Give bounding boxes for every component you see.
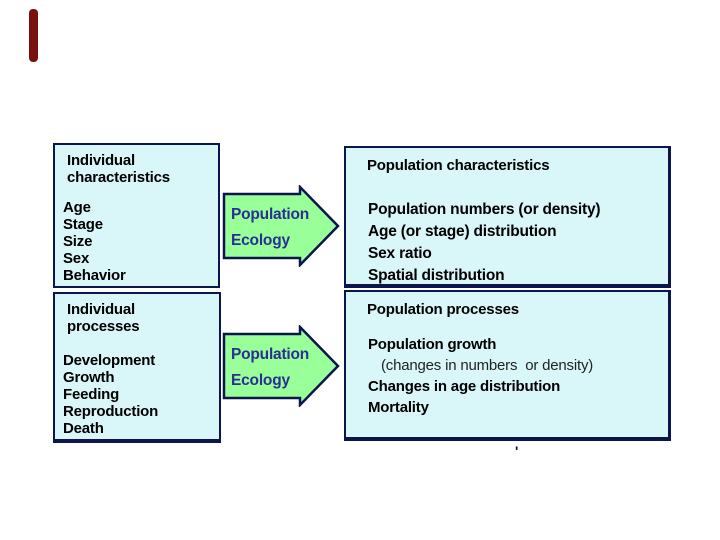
box-population-processes: Population processes Population growth (… (344, 290, 671, 441)
list-item: Stage (63, 216, 103, 233)
arrow-label-line1: Population (231, 206, 310, 223)
list-item: Sex (63, 250, 90, 267)
item-list-population-processes: Population growth (changes in numbers or… (346, 334, 668, 418)
list-item: Population numbers (or density) (368, 201, 601, 218)
arrow-label-line2: Ecology (231, 372, 290, 389)
box-title-population-processes: Population processes (367, 301, 519, 318)
box-individual-processes: Individual processes Development Growth … (53, 292, 221, 443)
arrow-label: Population Ecology (231, 342, 309, 394)
item-list-population-characteristics: Population numbers (or density) Age (or … (346, 199, 668, 287)
box-individual-characteristics: Individual characteristics Age Stage Siz… (53, 143, 220, 288)
arrow-label-line1: Population (231, 346, 310, 363)
box-title-individual-characteristics: Individual characteristics (67, 152, 170, 186)
list-item: Death (63, 420, 104, 437)
list-item: Development (63, 352, 155, 369)
arrow-label: Population Ecology (231, 202, 309, 254)
list-item: Behavior (63, 267, 126, 284)
list-item: Age (or stage) distribution (368, 223, 557, 240)
list-item: Population growth (368, 336, 497, 353)
list-item: Age (63, 199, 91, 216)
right-arrow-icon (222, 185, 340, 267)
item-list-individual-processes: Development Growth Feeding Reproduction … (55, 352, 219, 437)
list-item: Changes in age distribution (368, 378, 561, 395)
item-list-individual-characteristics: Age Stage Size Sex Behavior (55, 199, 218, 284)
arrow-label-line2: Ecology (231, 232, 290, 249)
stray-mark: ' (515, 443, 519, 459)
arrow-population-ecology-top: Population Ecology (222, 185, 340, 267)
list-item: Reproduction (63, 403, 159, 420)
arrow-population-ecology-bottom: Population Ecology (222, 325, 340, 407)
list-item: Size (63, 233, 93, 250)
list-item: Feeding (63, 386, 120, 403)
box-title-population-characteristics: Population characteristics (367, 157, 550, 174)
list-item: Mortality (368, 399, 429, 416)
list-item-subline: (changes in numbers or density) (381, 357, 594, 374)
list-item: Growth (63, 369, 115, 386)
right-arrow-icon (222, 325, 340, 407)
list-item: Sex ratio (368, 245, 432, 262)
box-population-characteristics: Population characteristics Population nu… (344, 146, 671, 288)
list-item: Spatial distribution (368, 267, 505, 284)
box-title-individual-processes: Individual processes (67, 301, 140, 335)
accent-bar (29, 9, 38, 62)
